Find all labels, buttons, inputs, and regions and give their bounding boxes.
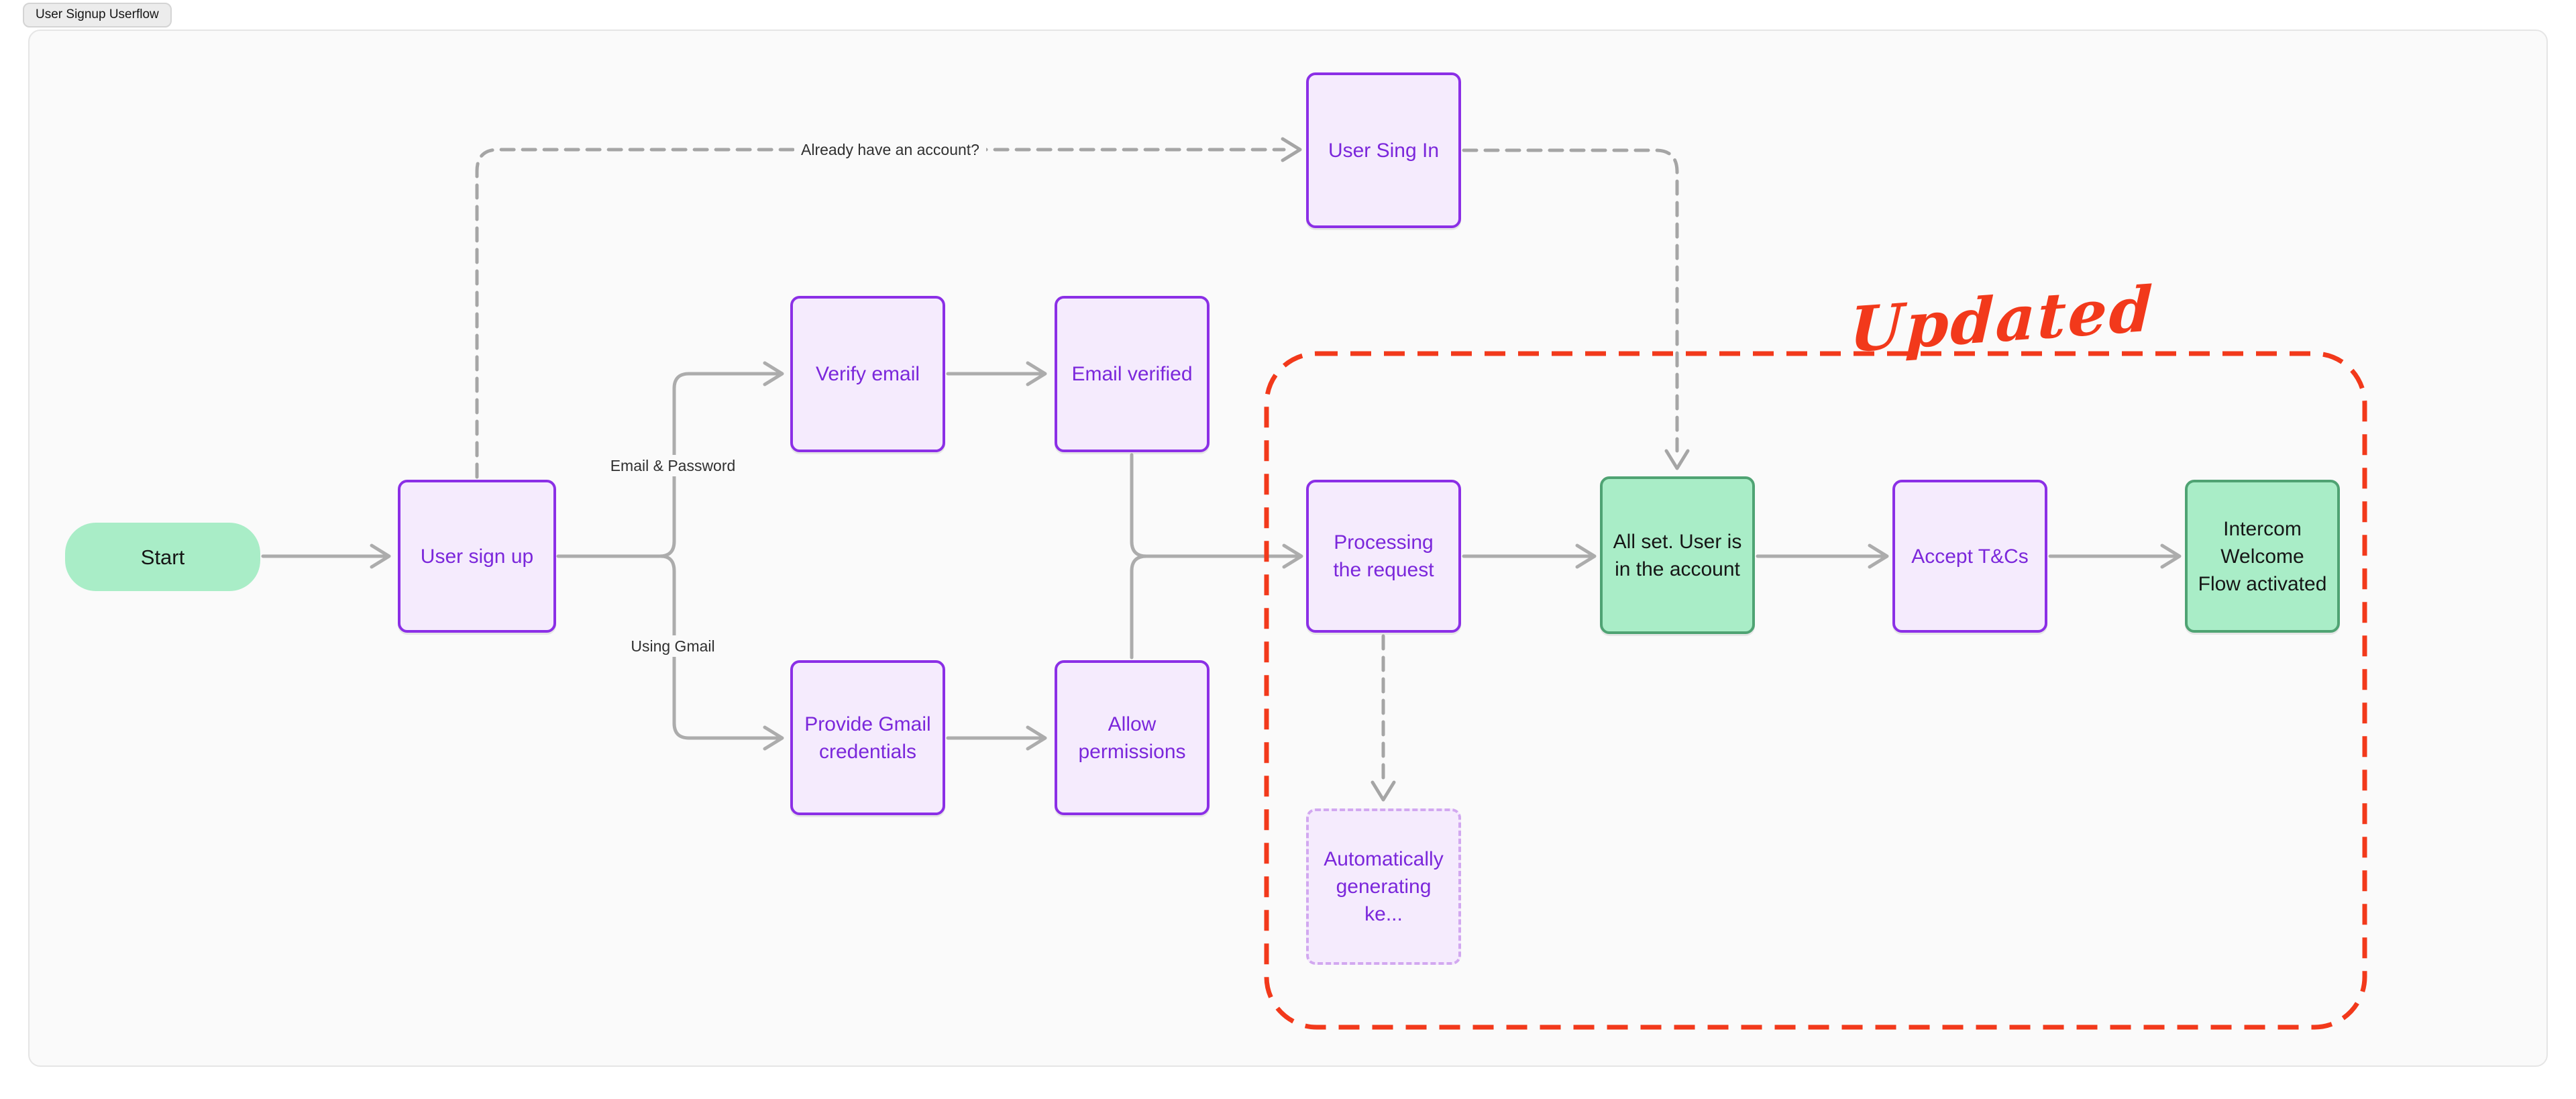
arrowhead-icon	[1868, 543, 1889, 569]
arrowhead-icon	[1026, 361, 1047, 386]
node-verify-email[interactable]: Verify email	[790, 296, 945, 452]
arrowhead-icon	[1664, 449, 1690, 470]
updated-region-rect	[1264, 351, 2367, 1030]
edge-user-sign-up-to-provide-gmail-credentials[interactable]	[659, 554, 784, 751]
arrowhead-icon	[763, 361, 784, 386]
board-title-tab[interactable]: User Signup Userflow	[23, 3, 172, 28]
arrowhead-icon	[370, 543, 391, 569]
node-label: Accept T&Cs	[1911, 545, 2029, 568]
node-label: Verify email	[815, 363, 920, 385]
node-label: Start	[140, 545, 185, 569]
edge-path	[1130, 453, 1299, 558]
edge-path	[659, 554, 780, 740]
node-provide-gmail-credentials[interactable]: Provide Gmail credentials	[790, 660, 945, 815]
edge-accept-tcs-to-intercom-welcome-flow[interactable]	[2048, 543, 2182, 569]
node-label: Allow permissions	[1078, 713, 1186, 763]
arrowhead-icon	[1026, 725, 1047, 751]
arrowhead-icon	[1575, 543, 1597, 569]
node-user-sign-up[interactable]: User sign up	[398, 480, 556, 633]
edge-provide-gmail-credentials-to-allow-permissions[interactable]	[946, 725, 1047, 751]
node-label: All set. User is in the account	[1613, 530, 1742, 580]
edge-start-to-user-sign-up[interactable]	[261, 543, 391, 569]
node-accept-tcs[interactable]: Accept T&Cs	[1892, 480, 2047, 633]
node-start[interactable]: Start	[65, 523, 260, 591]
edge-label-using-gmail[interactable]: Using Gmail	[624, 635, 722, 657]
edge-path	[1130, 554, 1148, 660]
arrowhead-icon	[763, 725, 784, 751]
edge-label-email-password[interactable]: Email & Password	[603, 455, 743, 476]
node-all-set[interactable]: All set. User is in the account	[1600, 476, 1755, 634]
updated-region-outline[interactable]	[1264, 351, 2367, 1030]
arrowhead-icon	[1282, 543, 1303, 569]
node-user-sing-in[interactable]: User Sing In	[1306, 72, 1461, 228]
node-label: Provide Gmail credentials	[804, 713, 931, 763]
node-email-verified[interactable]: Email verified	[1055, 296, 1210, 452]
edge-verify-email-to-email-verified[interactable]	[946, 361, 1047, 386]
arrowhead-icon	[1371, 780, 1396, 802]
node-label: Automatically generating ke...	[1324, 848, 1444, 925]
node-intercom-welcome-flow[interactable]: Intercom Welcome Flow activated	[2185, 480, 2340, 633]
edge-processing-the-request-to-auto-generating-keys[interactable]	[1371, 634, 1396, 802]
edge-user-sign-up-to-user-sing-in[interactable]	[475, 137, 1302, 479]
edge-processing-the-request-to-all-set[interactable]	[1462, 543, 1597, 569]
node-label: User sign up	[420, 545, 534, 568]
node-label: Processing the request	[1333, 531, 1434, 581]
node-label: User Sing In	[1328, 139, 1440, 162]
node-allow-permissions[interactable]: Allow permissions	[1055, 660, 1210, 815]
edge-label-already-have-account[interactable]: Already have an account?	[794, 139, 986, 160]
node-processing-the-request[interactable]: Processing the request	[1306, 480, 1461, 633]
node-label: Intercom Welcome Flow activated	[2198, 517, 2327, 595]
node-label: Email verified	[1071, 363, 1193, 385]
edge-user-sing-in-to-all-set[interactable]	[1462, 148, 1690, 470]
edge-path	[1462, 148, 1679, 453]
arrowhead-icon	[1281, 137, 1302, 162]
node-auto-generating-keys[interactable]: Automatically generating ke...	[1306, 808, 1461, 965]
edge-path	[475, 148, 1286, 479]
edge-all-set-to-accept-tcs[interactable]	[1756, 543, 1889, 569]
edge-merge-to-processing-the-request[interactable]	[1130, 453, 1303, 660]
arrowhead-icon	[2160, 543, 2182, 569]
